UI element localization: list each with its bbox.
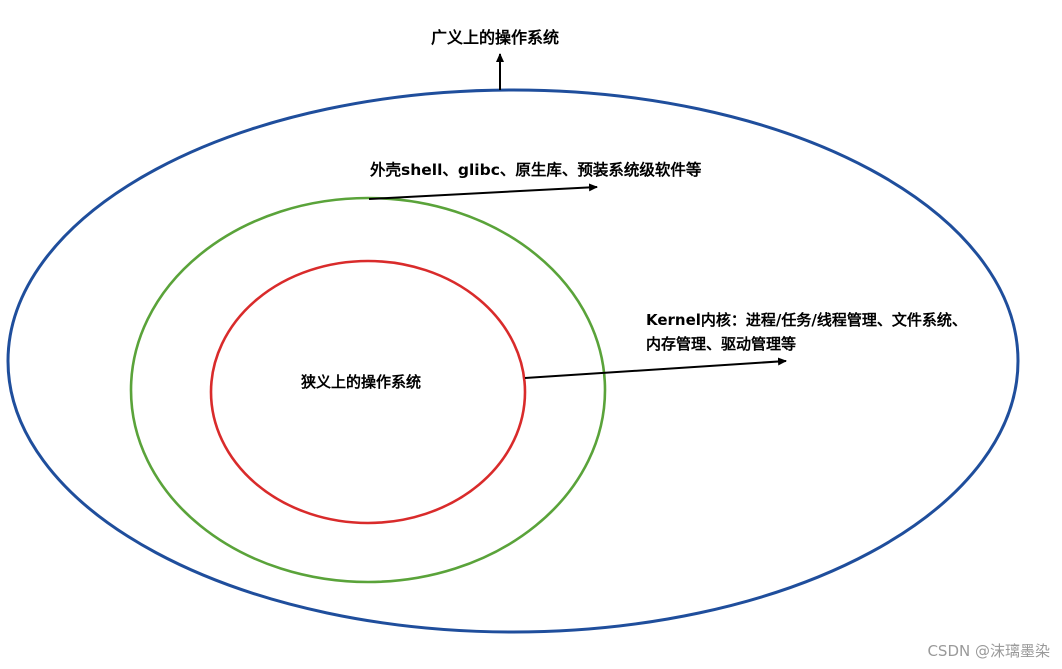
label-shell-layer: 外壳shell、glibc、原生库、预装系统级软件等 [370,161,702,179]
label-narrow-os: 狭义上的操作系统 [301,373,422,391]
arrow-to-kernel-label [524,357,787,379]
watermark-text: CSDN @沫璃墨染 [927,642,1050,660]
label-kernel-line1: Kernel内核：进程/任务/线程管理、文件系统、 [646,311,967,329]
middle-ellipse-shell-layer [129,196,607,584]
label-broad-os: 广义上的操作系统 [431,28,560,47]
inner-ellipse-kernel [209,259,527,525]
arrow-to-shell-label [368,183,598,200]
outer-ellipse-broad-os [6,88,1020,634]
label-kernel-line2: 内存管理、驱动管理等 [646,335,797,353]
label-kernel: Kernel内核：进程/任务/线程管理、文件系统、 内存管理、驱动管理等 [646,308,967,356]
